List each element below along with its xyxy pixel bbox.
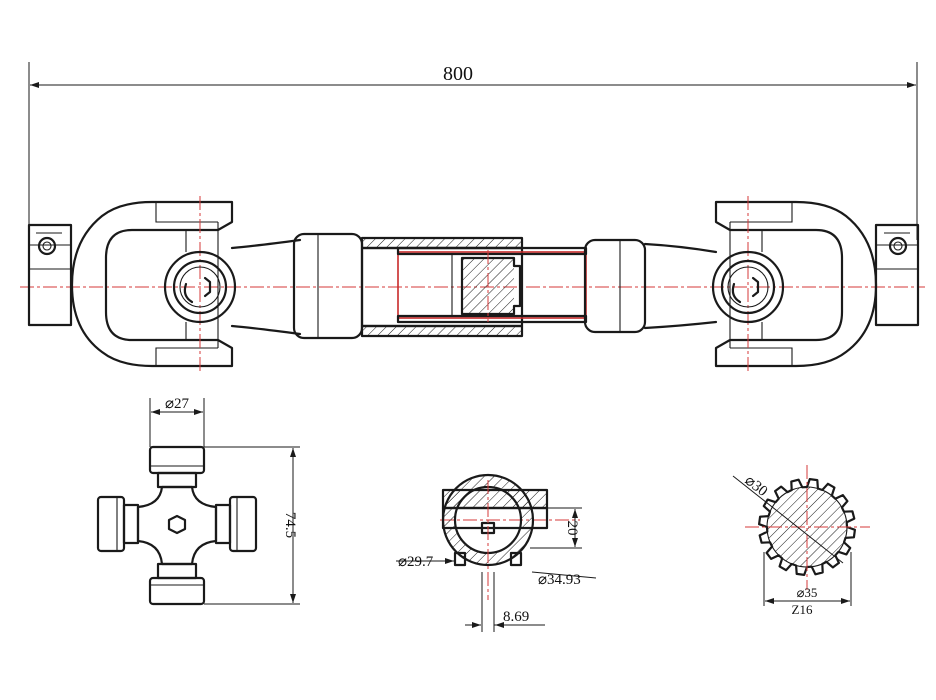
spline-teeth-label: Z16 [792, 602, 813, 617]
cross-span-label: 74.5 [282, 512, 298, 538]
overall-length-dimension: 800 [28, 62, 918, 240]
left-yoke [70, 196, 234, 372]
tube-inner-diameter-label: ⌀29.7 [398, 554, 434, 570]
center-spline-section [460, 250, 522, 322]
profile-height-label: 20 [564, 521, 580, 536]
shaft-assembly [20, 196, 925, 372]
right-bearing [711, 250, 785, 324]
cross-cap-diameter-label: ⌀27 [165, 396, 190, 412]
right-end-clamp [874, 223, 920, 327]
tube-outer-diameter-label: ⌀34.93 [538, 572, 581, 588]
universal-joint-cross: ⌀27 74.5 [96, 396, 300, 606]
spline-diameter-large-label: ⌀35 [797, 585, 818, 600]
spline-diameter-small-label: ⌀30 [742, 473, 771, 500]
right-shaft-neck [583, 238, 718, 334]
tube-profile-section: ⌀29.7 ⌀34.93 20 8.69 [396, 473, 597, 632]
left-bearing [163, 250, 237, 324]
right-yoke [714, 196, 878, 372]
left-end-clamp [27, 223, 73, 327]
key-width-label: 8.69 [503, 609, 529, 625]
overall-length-label: 800 [443, 63, 473, 85]
spline-section: ⌀30 ⌀35 Z16 [732, 465, 870, 617]
left-shaft-neck [230, 232, 364, 340]
